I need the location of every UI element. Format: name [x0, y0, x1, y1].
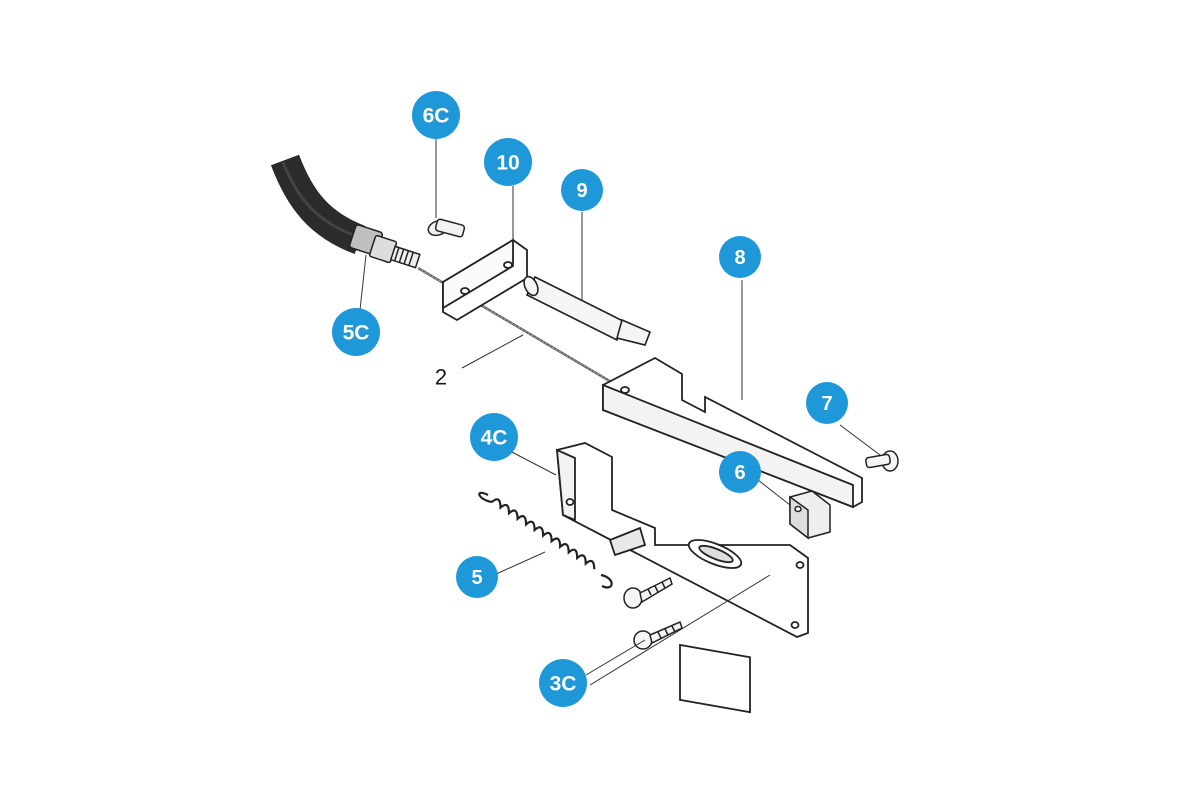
badge-label-6c: 6C: [423, 105, 450, 128]
badge-9: 9: [561, 169, 603, 211]
rivet: [865, 450, 899, 472]
badge-8: 8: [719, 236, 761, 278]
badge-label-4c: 4C: [481, 427, 508, 450]
badge-label-3c: 3C: [550, 673, 577, 696]
badge-7: 7: [806, 382, 848, 424]
cable-clip: [789, 490, 831, 540]
badge-label-10: 10: [496, 152, 519, 175]
wood-screw-upper: [623, 576, 673, 609]
cable-end-fitting: [349, 224, 421, 269]
coil-spring: [478, 491, 613, 589]
badge-6c: 6C: [412, 91, 460, 139]
badge-label-9: 9: [576, 180, 587, 202]
cable-housing: [270, 154, 366, 255]
retainer-plate: [442, 238, 528, 322]
badge-label-5c: 5C: [343, 322, 370, 345]
badge-5c: 5C: [332, 308, 380, 356]
bolt: [427, 218, 466, 238]
badge-label-5: 5: [471, 567, 482, 589]
badge-6: 6: [719, 451, 761, 493]
part-label-2: 2: [435, 365, 447, 390]
badge-label-7: 7: [821, 393, 832, 415]
base-plate: [555, 442, 809, 714]
badge-3c: 3C: [539, 659, 587, 707]
badge-label-8: 8: [734, 247, 745, 269]
wood-screw-lower: [633, 620, 683, 650]
guide-pin: [523, 275, 652, 346]
slide-bracket: [602, 356, 863, 509]
badge-10: 10: [484, 138, 532, 186]
leader-lines: [359, 138, 881, 686]
badge-4c: 4C: [470, 413, 518, 461]
badge-5: 5: [456, 556, 498, 598]
badge-label-6: 6: [734, 462, 745, 484]
